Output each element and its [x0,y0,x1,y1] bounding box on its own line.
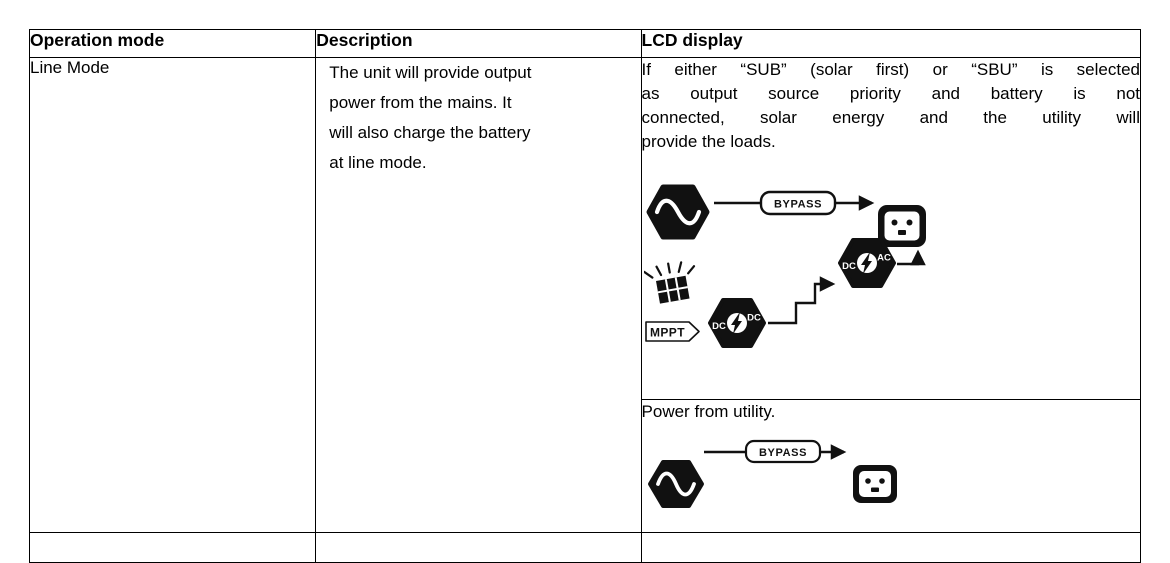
lcd-cell-solar-utility: If either “SUB” (solar first) or “SBU” i… [640,57,1142,400]
lcd-text-line: provide the loads. [641,132,776,151]
svg-text:MPPT: MPPT [650,326,685,340]
next-row-cell [640,532,1142,563]
next-row-partial [28,532,1142,563]
operation-mode-cell: Line Mode [28,57,317,533]
lcd-text-line: connected, solar energy and the utility … [641,108,1140,127]
utility-bypass-flow-diagram: BYPASS [647,439,897,508]
lightning-bolt-icon [730,312,742,334]
col-header-lcd-display: LCD display [640,29,1142,58]
lightning-bolt-icon [860,252,872,274]
svg-text:BYPASS: BYPASS [759,447,807,459]
description-text: The unit will provide output power from … [329,63,532,172]
dc-ac-inverter-icon: DC AC [837,238,896,288]
bypass-label: BYPASS [759,190,836,216]
ac-outlet-icon [877,205,926,247]
dc-dc-converter-icon: DC DC [707,298,766,348]
svg-text:DC: DC [712,321,726,332]
lcd-cell-utility: Power from utility. BYPASS [640,399,1142,533]
lcd-text-line: as output source priority and battery is… [641,84,1140,103]
bypass-label: BYPASS [744,439,821,464]
svg-text:AC: AC [877,253,891,264]
mppt-label: MPPT [644,321,700,342]
solar-panel-icon [643,261,695,304]
lcd-text-line: If either “SUB” (solar first) or “SBU” i… [641,60,1140,79]
header-row: Operation mode Description LCD display [28,29,1142,58]
line-mode-row: Line Mode The unit will provide output p… [28,57,1142,533]
inverter-to-outlet-arrow [896,249,926,266]
ac-source-icon [647,460,704,508]
line-mode-solar-flow-diagram: BYPASS DC AC [643,184,926,348]
converter-to-inverter-arrow [767,276,835,325]
description-cell: The unit will provide output power from … [315,57,642,533]
lcd-paragraph: If either “SUB” (solar first) or “SBU” i… [642,58,1140,154]
operation-mode-table: Operation mode Description LCD display L… [28,29,1142,563]
lcd-text-line: Power from utility. [641,402,776,421]
svg-text:DC: DC [747,313,761,324]
svg-text:BYPASS: BYPASS [774,199,822,211]
ac-source-icon [646,184,710,240]
next-row-cell [28,532,317,563]
svg-text:DC: DC [842,261,856,272]
col-header-description: Description [315,29,642,58]
sun-rays-icon [643,261,695,279]
ac-outlet-icon [852,465,897,503]
next-row-cell [315,532,642,563]
col-header-operation-mode: Operation mode [28,29,317,58]
